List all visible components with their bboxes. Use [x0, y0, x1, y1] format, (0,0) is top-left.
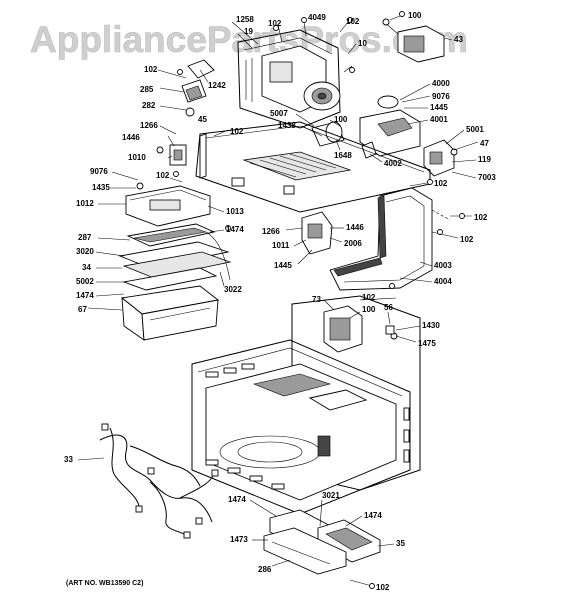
- callout-label: 5001: [466, 125, 484, 134]
- callout-label: 100: [334, 115, 348, 124]
- callout-label: 102: [346, 17, 360, 26]
- callout-label: 4049: [308, 13, 326, 22]
- callout-label: 1012: [76, 199, 94, 208]
- callout-label: 7003: [478, 173, 496, 182]
- callout-label: 1010: [128, 153, 146, 162]
- callout-label: 1474: [226, 225, 244, 234]
- callout-labels: 1258 19 102 4049 102 100 43 10 102 1242 …: [64, 11, 496, 592]
- callout-label: 9076: [90, 167, 108, 176]
- callout-label: 102: [268, 19, 282, 28]
- callout-label: 1445: [430, 103, 448, 112]
- callout-label: 4003: [434, 261, 452, 270]
- callout-label: 102: [230, 127, 244, 136]
- callout-label: 4002: [384, 159, 402, 168]
- wire-harness-33: [99, 423, 219, 539]
- damper-bracket-1242: [181, 59, 215, 117]
- callout-label: 47: [480, 139, 489, 148]
- callout-label: 1648: [334, 151, 352, 160]
- callout-label: 1446: [346, 223, 364, 232]
- fan-motor-43: [382, 18, 445, 63]
- callout-label: 5002: [76, 277, 94, 286]
- callout-label: 102: [144, 65, 158, 74]
- callout-label: 1474: [228, 495, 246, 504]
- callout-label: 102: [362, 293, 376, 302]
- callout-label: 282: [142, 101, 156, 110]
- oven-cavity: [191, 295, 421, 515]
- heater-plates: [118, 223, 232, 291]
- callout-label: 1266: [262, 227, 280, 236]
- heater-cover-1012: [125, 182, 211, 227]
- callout-label: 1474: [76, 291, 94, 300]
- callout-label: 9076: [432, 92, 450, 101]
- callout-label: 3020: [76, 247, 94, 256]
- callout-label: 34: [82, 263, 91, 272]
- interlock-switch-1011: [301, 211, 333, 255]
- art-number: (ART NO. WB13590 C2): [66, 580, 143, 587]
- callout-label: 4004: [434, 277, 452, 286]
- callout-label: 102: [460, 235, 474, 244]
- bottom-vent-35: [263, 509, 381, 575]
- callout-label: 45: [198, 115, 207, 124]
- callout-label: 286: [258, 565, 272, 574]
- callout-label: 2006: [344, 239, 362, 248]
- callout-label: 1435: [92, 183, 110, 192]
- callout-label: 4001: [430, 115, 448, 124]
- callout-label: 100: [362, 305, 376, 314]
- callout-label: 1446: [122, 133, 140, 142]
- callout-label: 43: [454, 35, 463, 44]
- callout-label: 3022: [224, 285, 242, 294]
- callout-label: 67: [78, 305, 87, 314]
- callout-label: 4000: [432, 79, 450, 88]
- grease-filter-67: [120, 285, 220, 341]
- callout-label: 102: [376, 583, 390, 592]
- callout-label: 1473: [230, 535, 248, 544]
- callout-label: 1266: [140, 121, 158, 130]
- harness-3022: [205, 231, 231, 281]
- callout-label: 1445: [274, 261, 292, 270]
- callout-label: 1474: [364, 511, 382, 520]
- blower-housing-assembly: [237, 29, 341, 129]
- vent-duct-4003: [329, 187, 451, 291]
- callout-label: 119: [478, 155, 491, 164]
- callout-label: 1011: [272, 241, 290, 250]
- callout-label: 285: [140, 85, 154, 94]
- callout-label: 19: [244, 27, 253, 36]
- callout-label: 102: [156, 171, 170, 180]
- callout-label: 287: [78, 233, 92, 242]
- door-switch-assembly-5001: [423, 139, 458, 177]
- top-plate-45: [195, 121, 431, 213]
- callout-label: 33: [64, 455, 73, 464]
- callout-label: 102: [434, 179, 448, 188]
- callout-label: 1475: [418, 339, 436, 348]
- callout-label: 102: [474, 213, 488, 222]
- callout-label: 1013: [226, 207, 244, 216]
- callout-label: 3021: [322, 491, 340, 500]
- leader-lines: [77, 11, 479, 589]
- callout-label: 1258: [236, 15, 254, 24]
- callout-label: 73: [312, 295, 321, 304]
- callout-label: 56: [384, 303, 393, 312]
- callout-label: 1242: [208, 81, 226, 90]
- callout-label: 35: [396, 539, 405, 548]
- callout-label: 100: [408, 11, 422, 20]
- thermostat-1010: [156, 144, 187, 166]
- callout-label: 5007: [270, 109, 288, 118]
- callout-label: 10: [358, 39, 367, 48]
- callout-label: 1438: [278, 121, 296, 130]
- callout-label: 1430: [422, 321, 440, 330]
